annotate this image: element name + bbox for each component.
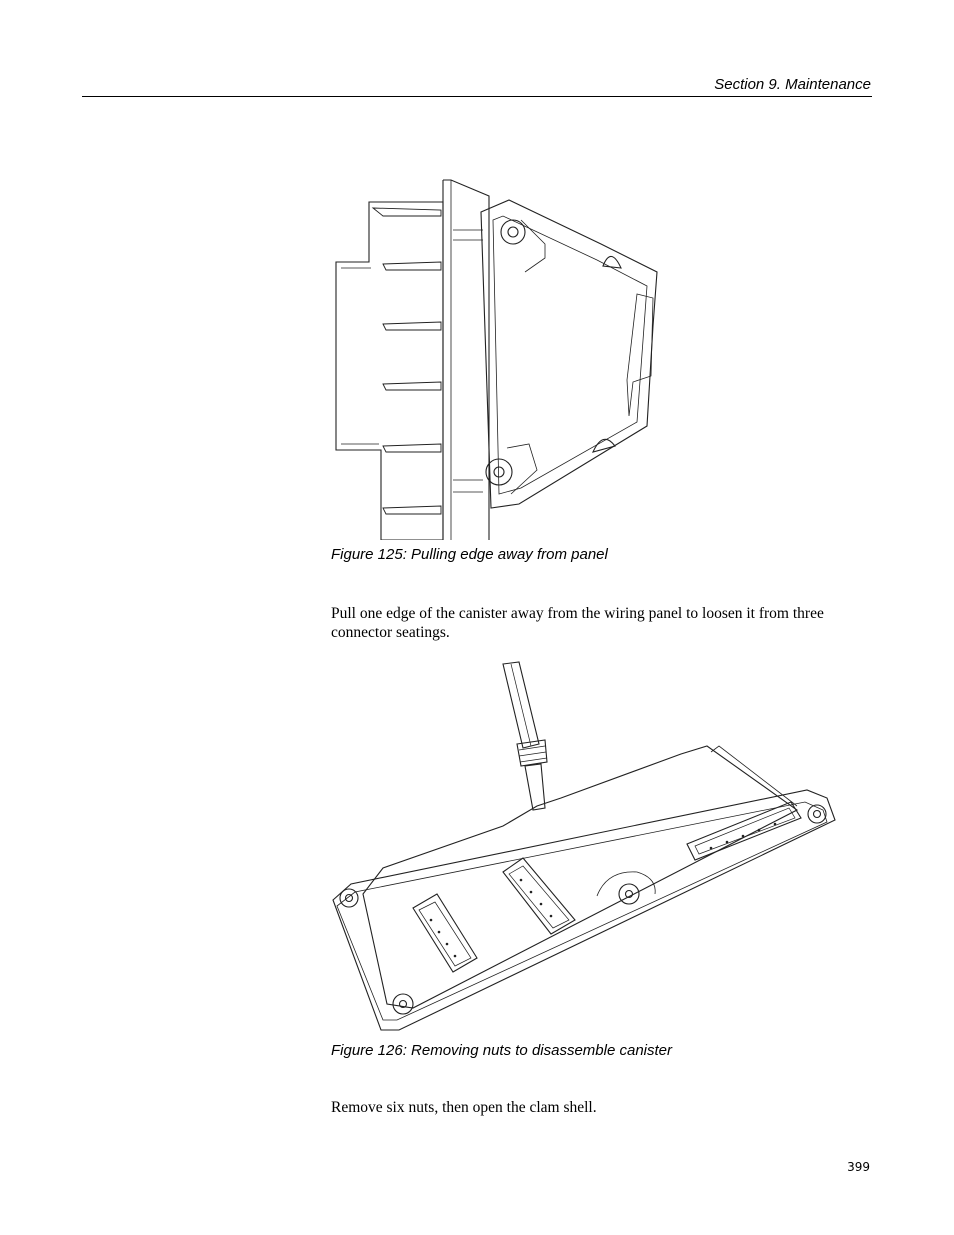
- page-number: 399: [847, 1160, 870, 1174]
- figure-126-illustration: [327, 658, 837, 1032]
- running-header: Section 9. Maintenance: [714, 76, 871, 93]
- figure-126-caption: Figure 126: Removing nuts to disassemble…: [331, 1042, 673, 1059]
- figure-125-illustration: [331, 176, 669, 540]
- paragraph-2: Remove six nuts, then open the clam shel…: [331, 1099, 597, 1116]
- figure-125-caption: Figure 125: Pulling edge away from panel: [331, 546, 608, 563]
- paragraph-1: Pull one edge of the canister away from …: [331, 605, 824, 641]
- header-rule: [82, 96, 872, 97]
